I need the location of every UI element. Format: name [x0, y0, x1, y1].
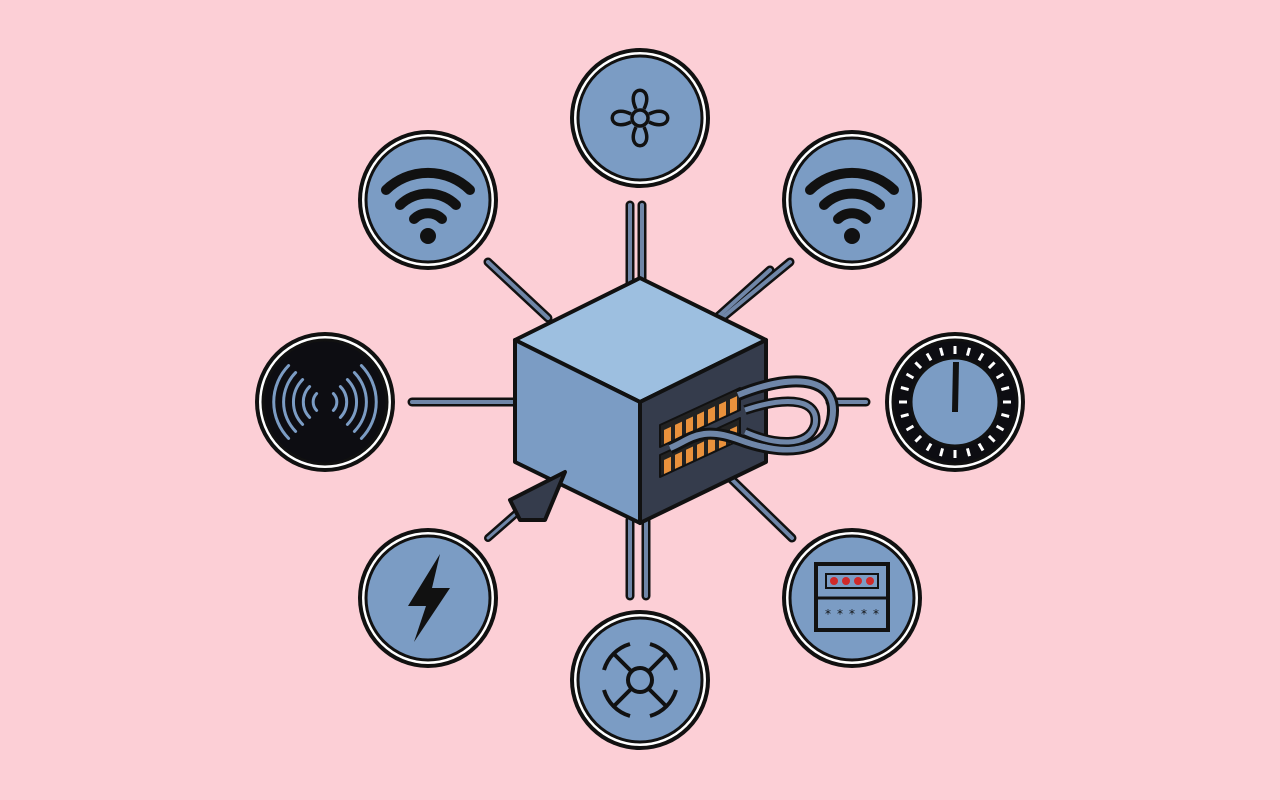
node-fan-icon — [570, 48, 710, 188]
svg-text:*: * — [861, 607, 867, 621]
crosshair-icon — [602, 642, 678, 718]
svg-text:*: * — [849, 607, 855, 621]
lightning-bolt-icon — [408, 554, 450, 642]
svg-text:*: * — [825, 607, 831, 621]
node-wifi-icon — [358, 130, 498, 270]
wifi-icon — [805, 167, 899, 244]
power-plug-icon — [484, 470, 567, 542]
spoke-bottom — [625, 515, 651, 601]
svg-text:*: * — [837, 607, 843, 621]
node-password-keypad-icon: * * * * * — [782, 528, 922, 668]
fan-icon — [610, 88, 670, 148]
node-crosshair-icon — [570, 610, 710, 750]
hub-cube — [513, 276, 839, 525]
signal-waves-icon — [272, 364, 378, 440]
svg-text:*: * — [873, 607, 879, 621]
node-lightning-bolt-icon — [358, 528, 498, 668]
node-wifi-icon — [782, 130, 922, 270]
node-signal-waves-icon — [255, 332, 395, 472]
wifi-icon — [381, 167, 475, 244]
password-keypad-icon: * * * * * — [814, 562, 890, 632]
gauge-icon — [899, 346, 1011, 458]
node-gauge-icon — [885, 332, 1025, 472]
